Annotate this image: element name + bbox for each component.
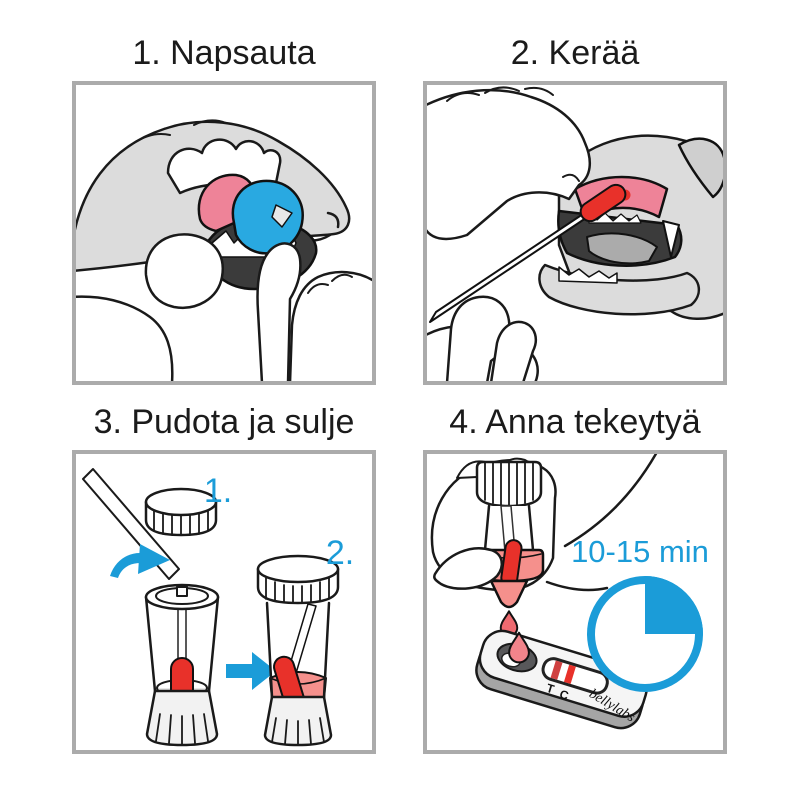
- step-4-illustration: T C bellylabs: [430, 454, 709, 730]
- left-fist: [144, 233, 224, 309]
- t-label: T: [545, 681, 557, 697]
- test-line: [550, 660, 563, 680]
- right-hand-knuckles: [307, 273, 353, 294]
- substep-2-label: 2.: [326, 534, 354, 572]
- step-3-title: 3. Pudota ja sulje: [93, 403, 355, 441]
- pressing-finger: [256, 242, 302, 381]
- swab-tip: [579, 183, 627, 223]
- arm-outline: [545, 454, 658, 592]
- swab-holder-hinge: [271, 204, 293, 228]
- substep-1-label: 1.: [204, 472, 232, 510]
- step-1-illustration: [76, 119, 372, 381]
- swab-holder-blue: [231, 179, 304, 255]
- step-2: 2. Kerää: [423, 30, 727, 385]
- right-arrow-icon: [226, 652, 276, 690]
- step-2-panel: [423, 81, 727, 385]
- control-line: [563, 664, 576, 684]
- step-4-panel: T C bellylabs: [423, 450, 727, 754]
- tube-cap: [475, 460, 543, 508]
- step-1-title: 1. Napsauta: [132, 34, 316, 72]
- collection-tube-open: [144, 583, 220, 747]
- timer-icon: [587, 576, 703, 692]
- step-2-illustration: [427, 86, 723, 381]
- timer-label: 10-15 min: [571, 534, 709, 569]
- fang: [662, 220, 680, 258]
- swab-stick: [82, 468, 180, 580]
- step-2-title: 2. Kerää: [510, 34, 640, 72]
- step-1: 1. Napsauta: [72, 30, 376, 385]
- tube-cap-on: [256, 554, 340, 605]
- step-3-illustration: 1. 2.: [82, 468, 354, 747]
- step-4-title: 4. Anna tekeytyä: [449, 403, 701, 441]
- step-4: 4. Anna tekeytyä: [423, 399, 727, 754]
- landing-drop: [508, 631, 530, 664]
- hand-knuckles: [446, 86, 580, 182]
- right-hand: [288, 270, 372, 381]
- thumb: [433, 547, 504, 590]
- fur-line: [133, 119, 227, 144]
- lower-teeth: [558, 266, 618, 284]
- step-3-panel: 1. 2.: [72, 450, 376, 754]
- dropper-cone: [489, 579, 529, 609]
- tube-cap-off: [144, 487, 218, 537]
- tongue: [586, 232, 658, 265]
- step-3: 3. Pudota ja sulje: [72, 399, 376, 754]
- dog-ear: [677, 137, 723, 199]
- collection-tube-closed: [256, 554, 340, 747]
- curved-arrow-icon: [110, 544, 170, 578]
- holding-hand: [427, 88, 592, 241]
- step-1-panel: [72, 81, 376, 385]
- lower-finger-2: [490, 320, 537, 381]
- left-arm: [76, 295, 174, 381]
